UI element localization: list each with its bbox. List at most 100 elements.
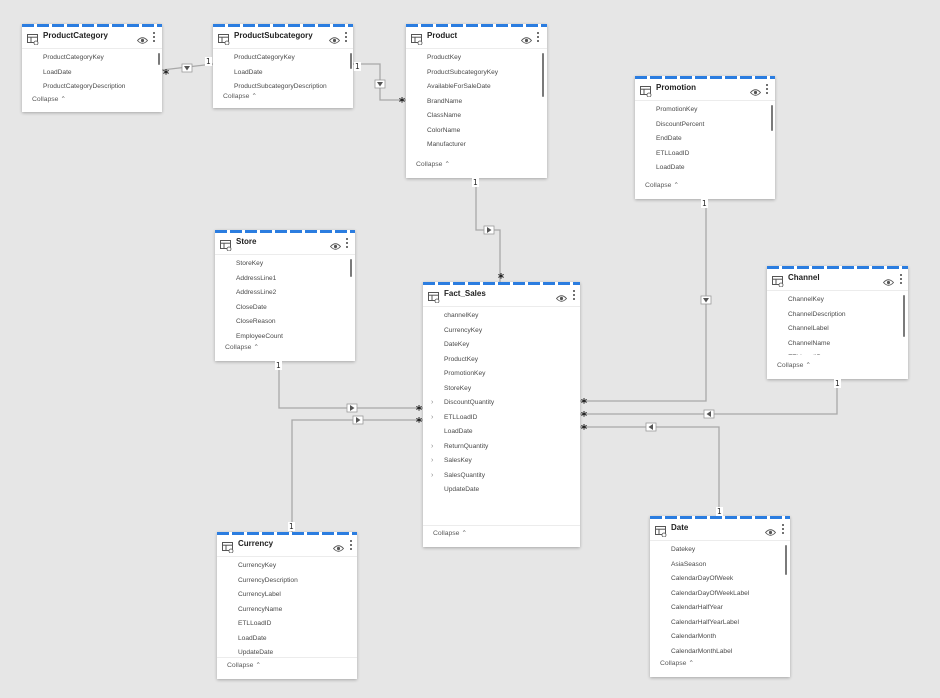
field-item[interactable]: LoadDate xyxy=(22,66,162,81)
chevron-right-icon[interactable]: › xyxy=(431,442,434,450)
collapse-button[interactable]: Collapse⌃ xyxy=(225,343,259,351)
field-item[interactable]: AvailableForSaleDate xyxy=(406,80,547,95)
field-item[interactable]: AddressLine1 xyxy=(215,272,355,287)
collapse-button[interactable]: Collapse⌃ xyxy=(660,659,694,667)
field-item[interactable]: CalendarMonthLabel xyxy=(650,645,790,660)
field-item[interactable]: StoreKey xyxy=(215,257,355,272)
field-item[interactable]: AsiaSeason xyxy=(650,558,790,573)
field-item[interactable]: LoadDate xyxy=(423,425,580,440)
field-item[interactable]: CalendarDayOfWeek xyxy=(650,572,790,587)
collapse-button[interactable]: Collapse⌃ xyxy=(777,361,811,369)
field-item[interactable]: CloseDate xyxy=(215,301,355,316)
field-item[interactable]: CurrencyKey xyxy=(217,559,357,574)
field-item[interactable]: CurrencyName xyxy=(217,603,357,618)
field-item[interactable]: ChannelKey xyxy=(767,293,908,308)
field-item[interactable]: PromotionKey xyxy=(635,103,775,118)
table-header[interactable]: Channel xyxy=(767,269,908,289)
eye-icon[interactable] xyxy=(749,84,762,96)
field-item[interactable]: ColorName xyxy=(406,124,547,139)
relationship-store-fact-sales[interactable] xyxy=(278,361,423,409)
eye-icon[interactable] xyxy=(520,32,533,44)
field-item[interactable]: ProductSubcategoryDescription xyxy=(213,80,353,93)
scrollbar-thumb[interactable] xyxy=(785,545,787,575)
table-header[interactable]: Product xyxy=(406,27,547,47)
field-item[interactable]: ›ReturnQuantity xyxy=(423,440,580,455)
scrollbar-thumb[interactable] xyxy=(350,259,352,277)
relationship-promotion-fact-sales[interactable] xyxy=(580,199,707,402)
field-item[interactable]: ProductSubcategoryKey xyxy=(406,66,547,81)
collapse-button[interactable]: Collapse⌃ xyxy=(416,160,450,168)
chevron-right-icon[interactable]: › xyxy=(431,457,434,464)
more-options-icon[interactable] xyxy=(345,236,349,248)
field-item[interactable]: UpdateDate xyxy=(217,646,357,659)
field-item[interactable]: CalendarHalfYear xyxy=(650,601,790,616)
scrollbar-thumb[interactable] xyxy=(903,295,905,337)
more-options-icon[interactable] xyxy=(572,288,576,300)
collapse-button[interactable]: Collapse⌃ xyxy=(433,529,467,537)
scrollbar-thumb[interactable] xyxy=(771,105,773,131)
chevron-right-icon[interactable]: › xyxy=(431,471,434,479)
field-item[interactable]: ChannelDescription xyxy=(767,308,908,323)
more-options-icon[interactable] xyxy=(349,538,353,550)
relationship-channel-fact-sales[interactable] xyxy=(580,379,838,415)
field-item[interactable]: ChannelName xyxy=(767,337,908,352)
field-item[interactable]: ETLLoadID xyxy=(767,351,908,355)
table-header[interactable]: Currency xyxy=(217,535,357,555)
eye-icon[interactable] xyxy=(328,32,341,44)
eye-icon[interactable] xyxy=(136,32,149,44)
field-item[interactable]: ChannelLabel xyxy=(767,322,908,337)
field-item[interactable]: ProductCategoryKey xyxy=(22,51,162,66)
field-item[interactable]: CalendarDayOfWeekLabel xyxy=(650,587,790,602)
more-options-icon[interactable] xyxy=(344,30,348,42)
field-item[interactable]: UpdateDate xyxy=(423,483,580,497)
table-header[interactable]: ProductCategory xyxy=(22,27,162,47)
field-item[interactable]: CurrencyDescription xyxy=(217,574,357,589)
field-item[interactable]: ProductCategoryDescription xyxy=(22,80,162,93)
more-options-icon[interactable] xyxy=(781,522,785,534)
field-item[interactable]: ETLLoadID xyxy=(635,147,775,162)
field-item[interactable]: ›SalesKey xyxy=(423,454,580,469)
table-header[interactable]: Date xyxy=(650,519,790,539)
field-item[interactable]: AddressLine2 xyxy=(215,286,355,301)
field-item[interactable]: PromotionKey xyxy=(423,367,580,382)
more-options-icon[interactable] xyxy=(765,82,769,94)
table-header[interactable]: Fact_Sales xyxy=(423,285,580,305)
eye-icon[interactable] xyxy=(882,274,895,286)
table-header[interactable]: ProductSubcategory xyxy=(213,27,353,47)
field-item[interactable]: CurrencyLabel xyxy=(217,588,357,603)
chevron-right-icon[interactable]: › xyxy=(431,399,434,406)
field-item[interactable]: DiscountPercent xyxy=(635,118,775,133)
eye-icon[interactable] xyxy=(555,290,568,302)
field-item[interactable]: EmployeeCount xyxy=(215,330,355,345)
field-item[interactable]: channelKey xyxy=(423,309,580,324)
eye-icon[interactable] xyxy=(332,540,345,552)
collapse-button[interactable]: Collapse⌃ xyxy=(32,95,66,103)
field-item[interactable]: LoadDate xyxy=(635,161,775,176)
more-options-icon[interactable] xyxy=(536,30,540,42)
field-item[interactable]: CalendarMonth xyxy=(650,630,790,645)
scrollbar-thumb[interactable] xyxy=(542,53,544,97)
collapse-button[interactable]: Collapse⌃ xyxy=(223,92,257,100)
collapse-button[interactable]: Collapse⌃ xyxy=(645,181,679,189)
field-item[interactable]: EndDate xyxy=(635,132,775,147)
field-item[interactable]: Datekey xyxy=(650,543,790,558)
field-item[interactable]: ETLLoadID xyxy=(217,617,357,632)
table-header[interactable]: Promotion xyxy=(635,79,775,99)
field-item[interactable]: ProductKey xyxy=(406,51,547,66)
more-options-icon[interactable] xyxy=(899,272,903,284)
